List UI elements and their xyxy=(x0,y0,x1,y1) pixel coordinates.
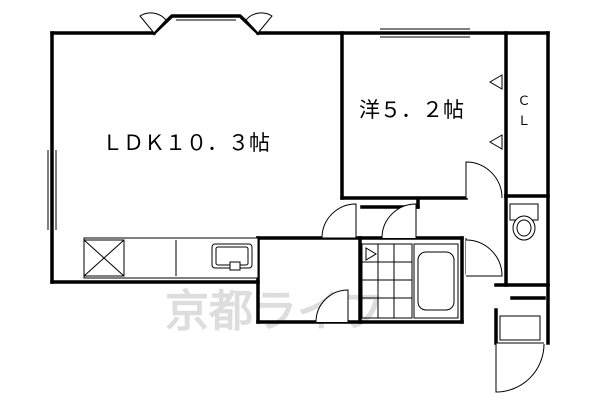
closet-hinges xyxy=(489,74,503,150)
ldk-room-label: ＬＤＫ１０．３帖 xyxy=(102,131,270,155)
watermark-text: 京都ライフ xyxy=(165,286,385,337)
western-room-doors xyxy=(465,161,503,199)
bay-window-swings xyxy=(139,12,273,34)
windows xyxy=(47,19,470,230)
bath-floor-tiles xyxy=(361,243,413,319)
western-room-label: 洋５．２帖 xyxy=(359,98,464,122)
closet-label-c: Ｃ xyxy=(517,94,530,109)
entrance xyxy=(495,296,546,393)
toilet xyxy=(509,203,539,241)
kitchen-counter xyxy=(83,237,259,279)
closet-label-l: Ｌ xyxy=(517,114,530,129)
washroom-door xyxy=(315,289,349,323)
bathtub xyxy=(413,243,459,319)
hall-doors xyxy=(321,203,503,277)
